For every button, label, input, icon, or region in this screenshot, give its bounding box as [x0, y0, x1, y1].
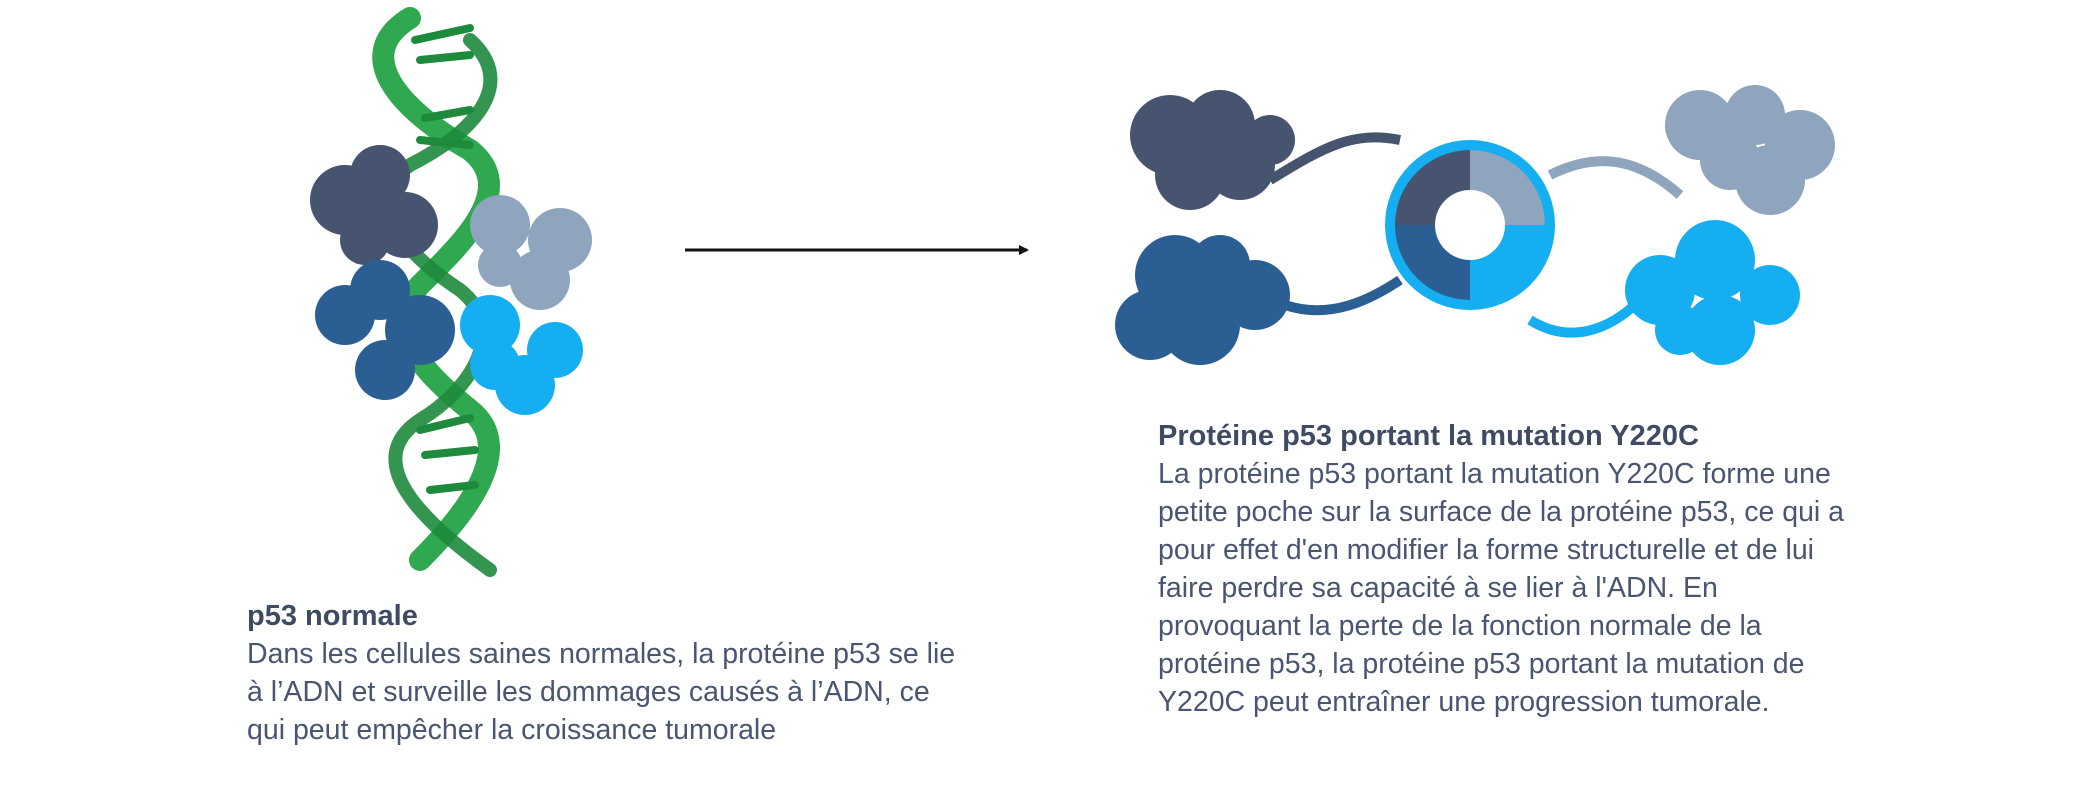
mutated-p53-caption: Protéine p53 portant la mutation Y220C L…	[1158, 417, 1858, 721]
normal-p53-illustration	[310, 18, 592, 570]
normal-p53-caption: p53 normale Dans les cellules saines nor…	[247, 597, 967, 749]
mutated-p53-illustration	[1115, 85, 1835, 365]
p53-domain-grayblue-icon	[1665, 85, 1835, 215]
mutated-p53-title: Protéine p53 portant la mutation Y220C	[1158, 417, 1858, 455]
normal-p53-description: Dans les cellules saines normales, la pr…	[247, 635, 967, 749]
mutated-pocket-icon	[1385, 140, 1555, 310]
mutated-p53-description: La protéine p53 portant la mutation Y220…	[1158, 455, 1858, 721]
p53-domain-steelblue-icon	[1115, 235, 1290, 365]
p53-domain-slate-icon	[1130, 90, 1295, 210]
p53-domain-brightblue-icon	[1625, 220, 1800, 365]
normal-p53-title: p53 normale	[247, 597, 967, 635]
